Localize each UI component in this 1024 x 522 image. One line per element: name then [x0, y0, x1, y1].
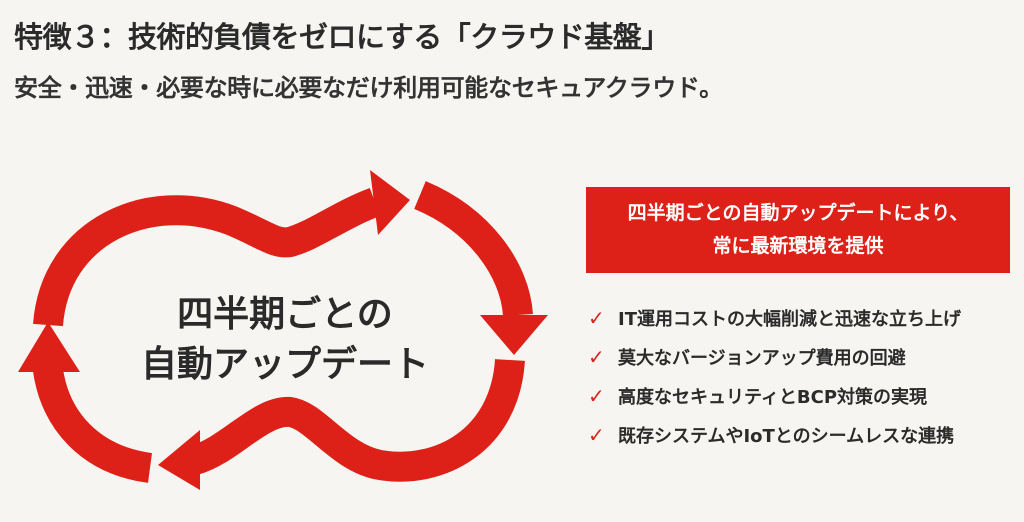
- cycle-arrow-top-right: [413, 181, 533, 317]
- arrowhead-up-icon: [18, 322, 80, 372]
- cycle-arrow-bottom-right: [189, 358, 525, 482]
- center-label-line2: 自動アップデート: [140, 344, 429, 385]
- arrowhead-right-icon: [370, 170, 410, 235]
- diagram-center-label: 四半期ごとの 自動アップデート: [120, 290, 450, 390]
- arrowhead-left-icon: [158, 430, 200, 490]
- arrowhead-down-icon: [480, 315, 548, 355]
- list-item: ✓ IT運用コストの大幅削減と迅速な立ち上げ: [588, 298, 961, 337]
- check-icon: ✓: [588, 422, 605, 447]
- center-label-line1: 四半期ごとの: [177, 294, 393, 335]
- benefits-list: ✓IT運用コストの大幅削減と迅速な立ち上げ ✓莫大なバージョンアップ費用の回避 …: [588, 298, 961, 454]
- page-title: 特徴３：技術的負債をゼロにする「クラウド基盤」: [14, 20, 670, 54]
- banner-line2: 常に最新環境を提供: [712, 235, 884, 257]
- page-subtitle: 安全・迅速・必要な時に必要なだけ利用可能なセキュアクラウド。: [14, 74, 723, 102]
- list-item: ✓ 高度なセキュリティとBCP対策の実現: [588, 376, 961, 415]
- cycle-arrow-bottom-left: [33, 367, 153, 483]
- check-icon: ✓: [588, 305, 605, 330]
- benefit-text: IT運用コストの大幅削減と迅速な立ち上げ: [618, 308, 961, 330]
- benefit-text: 既存システムやIoTとのシームレスな連携: [618, 425, 955, 447]
- update-cycle-diagram: [18, 170, 548, 490]
- benefit-text: 莫大なバージョンアップ費用の回避: [618, 347, 906, 369]
- check-icon: ✓: [588, 383, 605, 408]
- check-icon: ✓: [588, 344, 605, 369]
- banner-line1: 四半期ごとの自動アップデートにより、: [627, 202, 969, 224]
- list-item: ✓ 莫大なバージョンアップ費用の回避: [588, 337, 961, 376]
- benefit-text: 高度なセキュリティとBCP対策の実現: [618, 386, 928, 408]
- list-item: ✓ 既存システムやIoTとのシームレスな連携: [588, 415, 961, 454]
- cycle-arrow-top-left: [33, 187, 381, 327]
- highlight-banner: 四半期ごとの自動アップデートにより、 常に最新環境を提供: [586, 187, 1010, 273]
